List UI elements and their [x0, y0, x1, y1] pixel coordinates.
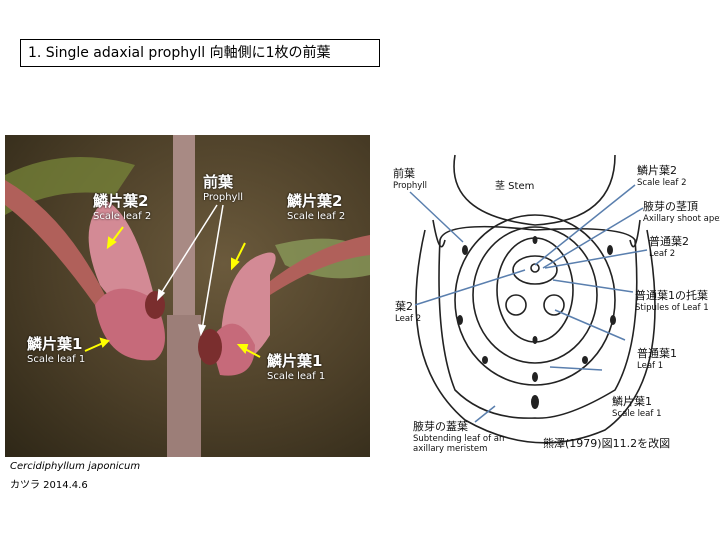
- photo-illustration: [5, 135, 370, 457]
- diagram-source: 熊澤(1979)図11.2を改図: [543, 437, 671, 450]
- slide-title: 1. Single adaxial prophyll 向軸側に1枚の前葉: [20, 39, 380, 67]
- photo-caption: カツラ 2014.4.6: [10, 480, 88, 491]
- diagram-drawing: [409, 154, 656, 444]
- diagram-label-stem: 茎 Stem: [495, 181, 535, 192]
- species-name: Cercidiphyllum japonicum: [10, 461, 141, 472]
